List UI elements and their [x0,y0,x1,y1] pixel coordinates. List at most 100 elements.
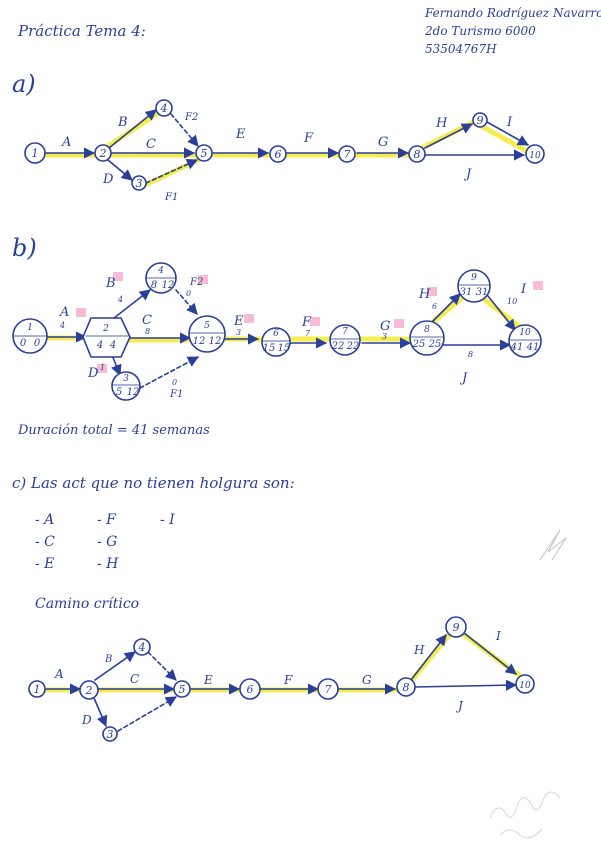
node-label: 2 [85,684,93,697]
author-id: 53504767H [425,42,497,56]
node-early: 0 [20,338,27,349]
activity-duration: 3 [382,332,387,341]
node-early: 5 [116,387,122,398]
activity-duration: 0 [186,289,191,298]
activity-label: G [380,319,390,334]
activity-label: J [463,167,472,182]
node-late: 25 [428,339,442,350]
activity-label: F1 [164,192,178,203]
activity-duration: 4 [59,321,65,330]
pencil-scribble [539,529,567,561]
node-id: 6 [273,329,279,339]
critical-activity: - C [35,534,55,550]
diagram-critical-path: 1 2 4 3 5 6 7 8 9 10 A B C D E F G H I J [28,616,535,742]
node-label: 8 [403,681,410,694]
node-label: 2 [99,147,107,160]
node-late: 12 [162,280,175,291]
activity-label: C [130,672,139,686]
activity-label: B [117,115,128,130]
total-duration: Duración total = 41 semanas [18,423,210,438]
activity-label: G [362,673,372,687]
node-id: 1 [27,323,33,333]
node-id: 10 [519,328,531,338]
activity-label: J [455,699,464,713]
node-late: 12 [127,387,140,398]
node-label: 1 [32,147,39,160]
activity-label: C [142,313,152,328]
node-early: 25 [412,339,426,350]
node-late: 22 [346,341,360,352]
activity-label: D [87,366,99,381]
node-label: 10 [519,681,531,691]
activity-label: H [413,643,425,657]
activity-duration: 10 [507,297,517,306]
node-early: 4 [96,340,103,351]
node-early: 22 [331,341,345,352]
activity-label: A [61,135,71,150]
activity-label: B [105,276,116,291]
activity-label: D [81,713,92,727]
node-early: 41 [510,342,524,353]
node-late: 15 [278,343,291,354]
activity-label: A [59,305,69,320]
node-label: 7 [325,683,332,696]
activity-label: H [418,287,431,302]
node-early: 15 [263,343,276,354]
activity-duration: 3 [236,328,241,337]
node-label: 4 [160,102,168,115]
critical-activity: - A [35,512,55,528]
activity-label: F [283,673,293,687]
node-label: 3 [136,177,143,190]
activity-duration: 8 [145,327,150,336]
node-late: 31 [476,287,489,298]
section-c-intro: c) Las act que no tienen holgura son: [12,474,295,492]
activity-label: D [102,172,114,187]
activity-label: I [495,629,501,643]
critical-path-title: Camino crítico [35,596,140,612]
node-label: 7 [344,148,351,161]
activity-label: F [303,131,314,146]
activity-label: F2 [184,112,198,123]
node-label: 5 [179,683,186,696]
activity-duration: 0 [172,378,177,387]
node-late: 0 [34,338,41,349]
activity-label: E [235,127,246,142]
critical-activity: - F [97,512,116,528]
activity-label: C [146,137,156,152]
node-id: 8 [424,325,430,335]
diagram-a: 1 2 4 3 5 6 7 8 9 10 A B C D F2 F1 E F G… [24,99,545,203]
activity-duration: 7 [305,329,311,338]
activity-label: J [459,371,468,386]
node-label: 1 [34,683,41,696]
node-label: 6 [275,148,282,161]
node-id: 2 [102,324,109,334]
node-early: 8 [151,280,157,291]
critical-activity: - G [97,534,118,550]
node-label: 5 [201,147,208,160]
node-label: 4 [138,641,146,654]
activity-duration: 6 [432,302,437,311]
activity-label: F [301,315,312,330]
node-label: 8 [414,148,421,161]
critical-activity: - E [35,556,55,572]
node-id: 9 [471,273,477,283]
author-course: 2do Turismo 6000 [425,24,536,38]
activity-label: I [506,115,513,130]
node-late: 12 [209,336,222,347]
activity-label: F2 [189,277,203,288]
node-id: 4 [157,266,164,276]
critical-activity: - H [97,556,119,572]
page-title: Práctica Tema 4: [18,22,146,40]
activity-label: F1 [169,389,183,400]
node-label: 6 [247,683,254,696]
node-late: 41 [526,342,540,353]
author-block: Fernando Rodríguez Navarro 2do Turismo 6… [425,4,601,58]
node-early: 12 [193,336,206,347]
activity-label: E [233,314,244,329]
critical-activity: - I [160,512,175,528]
activity-duration: 4 [117,295,123,304]
node-id: 5 [204,321,210,331]
node-late: 4 [109,340,116,351]
activity-duration: 8 [468,350,473,359]
